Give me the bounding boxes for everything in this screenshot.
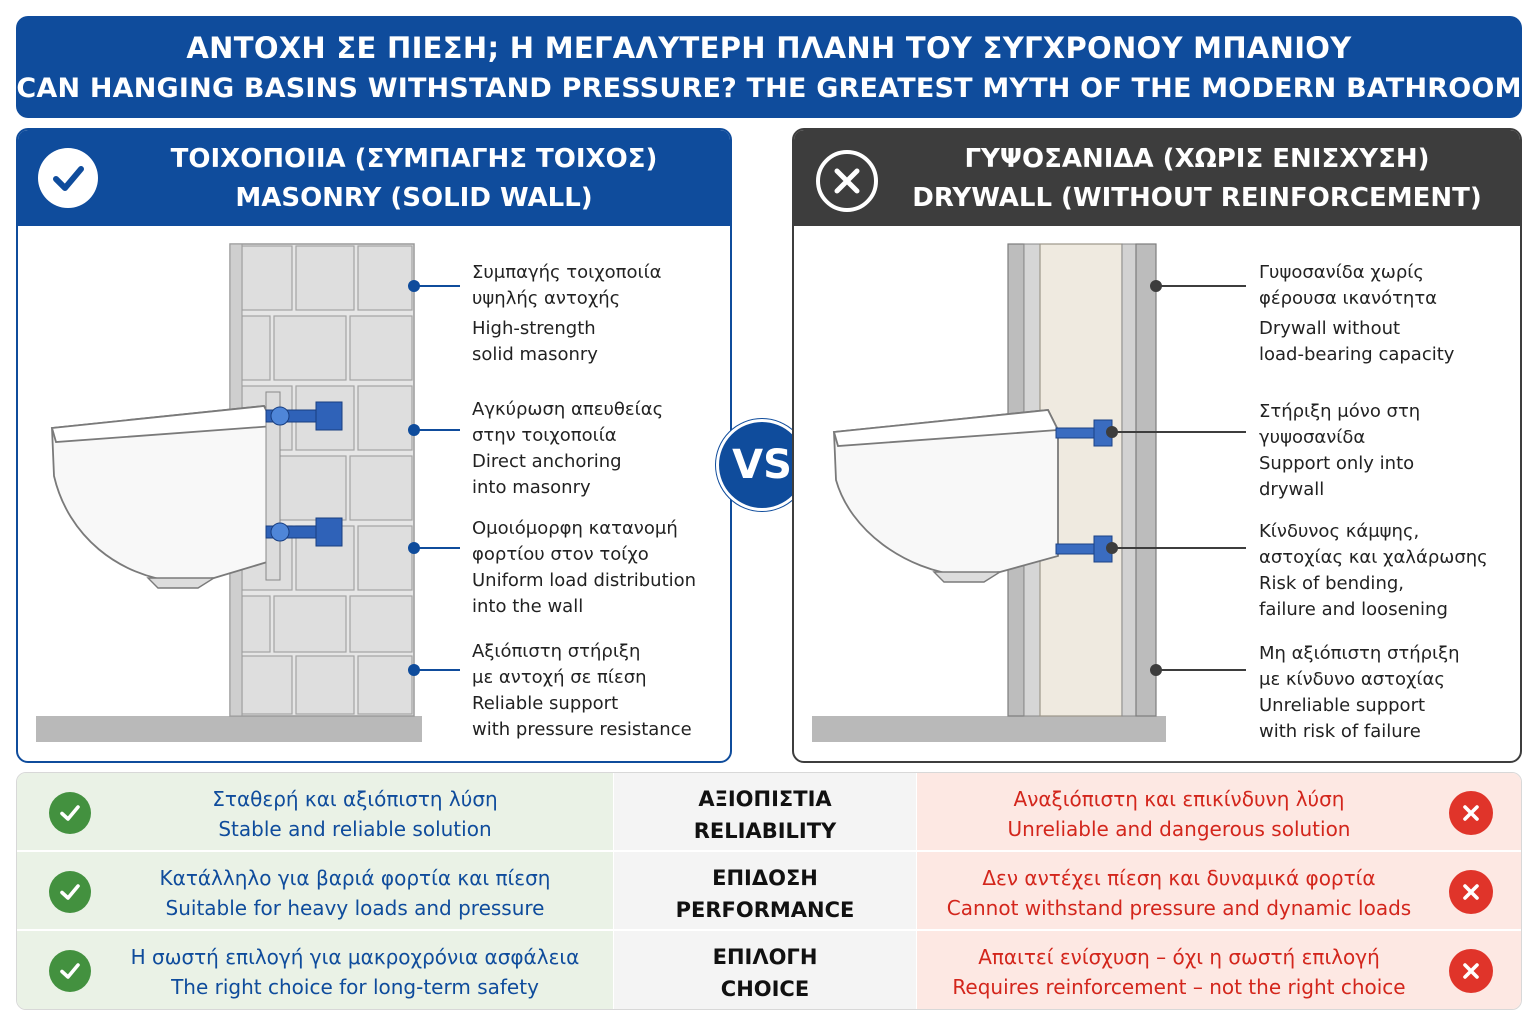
x-circle-icon (1449, 791, 1493, 835)
check-circle-icon (49, 950, 91, 992)
drywall-panel: ΓΥΨΟΣΑΝΙΔΑ (ΧΩΡΙΣ ΕΝΙΣΧΥΣΗ) DRYWALL (WIT… (792, 128, 1522, 763)
masonry-diagram (36, 243, 460, 742)
drywall-label-3: Κίνδυνος κάμψης,αστοχίας και χαλάρωσης R… (1259, 521, 1488, 620)
good-text: Η σωστή επιλογή για μακροχρόνια ασφάλεια… (130, 945, 580, 999)
masonry-leaders (408, 280, 460, 676)
drywall-floor (812, 716, 1166, 742)
masonry-toilet (50, 391, 281, 589)
drywall-panel-header: ΓΥΨΟΣΑΝΙΔΑ (ΧΩΡΙΣ ΕΝΙΣΧΥΣΗ) DRYWALL (WIT… (794, 130, 1520, 226)
comparison-row-choice: Η σωστή επιλογή για μακροχρόνια ασφάλεια… (17, 931, 1521, 1009)
drywall-title-english: DRYWALL (WITHOUT REINFORCEMENT) (912, 183, 1482, 213)
check-circle-icon (49, 792, 91, 834)
drywall-title-greek: ΓΥΨΟΣΑΝΙΔΑ (ΧΩΡΙΣ ΕΝΙΣΧΥΣΗ) (964, 144, 1430, 174)
masonry-floor (36, 716, 422, 742)
title-english: CAN HANGING BASINS WITHSTAND PRESSURE? T… (16, 73, 1522, 104)
x-circle-icon (1449, 949, 1493, 993)
check-circle-icon (49, 871, 91, 913)
masonry-title-greek: ΤΟΙΧΟΠΟΙΙΑ (ΣΥΜΠΑΓΗΣ ΤΟΙΧΟΣ) (170, 144, 658, 174)
drywall-anchors (1055, 419, 1113, 563)
masonry-wall (229, 243, 415, 717)
x-circle-icon (1449, 870, 1493, 914)
title-banner: ΑΝΤΟΧΗ ΣΕ ΠΙΕΣΗ; Η ΜΕΓΑΛΥΤΕΡΗ ΠΛΑΝΗ ΤΟΥ … (16, 16, 1522, 118)
check-icon (38, 148, 98, 208)
good-cell: Η σωστή επιλογή για μακροχρόνια ασφάλεια… (17, 931, 613, 1009)
masonry-panel-header: ΤΟΙΧΟΠΟΙΙΑ (ΣΥΜΠΑΓΗΣ ΤΟΙΧΟΣ) MASONRY (SO… (18, 130, 730, 226)
masonry-title-english: MASONRY (SOLID WALL) (235, 183, 593, 213)
masonry-panel-title: ΤΟΙΧΟΠΟΙΙΑ (ΣΥΜΠΑΓΗΣ ΤΟΙΧΟΣ) MASONRY (SO… (108, 140, 720, 218)
drywall-leaders (1106, 280, 1246, 676)
x-circle-icon (816, 150, 878, 212)
masonry-panel: ΤΟΙΧΟΠΟΙΙΑ (ΣΥΜΠΑΓΗΣ ΤΟΙΧΟΣ) MASONRY (SO… (16, 128, 732, 763)
masonry-anchors (265, 401, 343, 547)
drywall-panel-title: ΓΥΨΟΣΑΝΙΔΑ (ΧΩΡΙΣ ΕΝΙΣΧΥΣΗ) DRYWALL (WIT… (884, 140, 1510, 218)
title-greek: ΑΝΤΟΧΗ ΣΕ ΠΙΕΣΗ; Η ΜΕΓΑΛΥΤΕΡΗ ΠΛΑΝΗ ΤΟΥ … (186, 31, 1352, 65)
drywall-toilet (832, 409, 1060, 583)
drywall-diagram (812, 243, 1246, 742)
